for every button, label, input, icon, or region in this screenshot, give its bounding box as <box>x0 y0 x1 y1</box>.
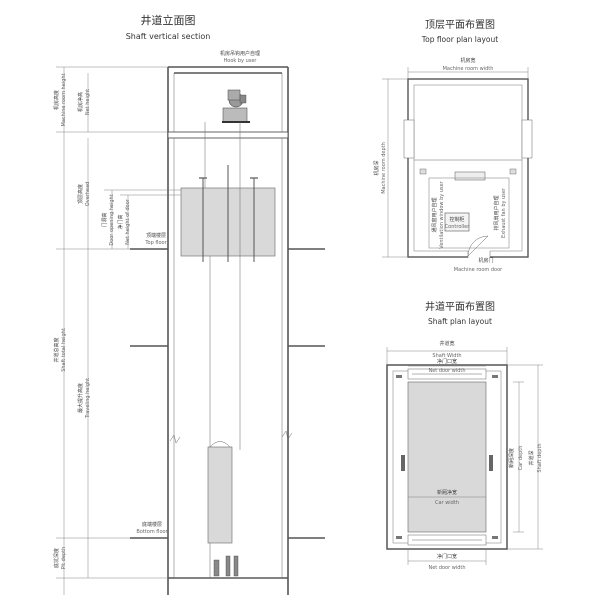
vent-label-en: Ventilation window by user <box>439 180 445 248</box>
net-door-height-label: 净门高 <box>117 214 124 229</box>
dimension-lines <box>56 66 181 595</box>
net-door-height-label-en: Net height of door <box>125 198 131 245</box>
top-floor-label-en: Top floor <box>144 240 167 246</box>
top-floor-subtitle: Top floor plan layout <box>421 35 498 44</box>
net-door-bottom-label-en: Net door width <box>428 565 465 571</box>
controller-cabinet: 控制柜 Controller <box>445 212 471 232</box>
shaft-depth-label-en: Shaft depth <box>537 443 543 472</box>
buffer-icon <box>213 555 239 577</box>
shaft-total-label-en: Shaft total height <box>61 328 67 372</box>
controller-label-en: Controller <box>445 224 471 230</box>
room-width-label: 机房宽 <box>460 57 475 64</box>
controller-label: 控制柜 <box>449 216 464 223</box>
door-height-label-en: Door opening height <box>109 194 115 245</box>
machine-height-label: 机房高度 <box>53 90 60 110</box>
top-floor-title: 顶层平面布置图 <box>425 19 495 31</box>
machine-height-label-en: Machine room height <box>61 73 67 126</box>
overhead-label-en: Overhead <box>85 182 91 206</box>
car-width-label-en: Car width <box>435 500 459 506</box>
room-depth-label: 机房深 <box>373 160 380 175</box>
hook-label-en: Hook by user <box>224 58 258 64</box>
car-depth-label-en: Car depth <box>518 446 524 471</box>
shaft-depth-label: 井道深 <box>528 450 535 465</box>
shaft-section-subtitle: Shaft vertical section <box>126 32 211 41</box>
shaft-plan: 新厢净宽 Car width 井道宽 Shaft Width 净门口宽 Net … <box>386 340 543 571</box>
net-door-top-label: 净门口宽 <box>437 358 457 365</box>
door-label: 机房门 <box>478 257 493 264</box>
shaft-plan-subtitle: Shaft plan layout <box>428 317 492 326</box>
counterweight <box>207 441 233 544</box>
elevator-car <box>180 165 276 262</box>
shaft-section-title: 井道立面图 <box>141 13 196 27</box>
pit-depth-label-en: Pit depth <box>61 547 67 569</box>
travel-height-label: 最大提升高度 <box>77 383 84 413</box>
net-height-label-en: Net height <box>85 89 91 115</box>
room-depth-label-en: Machine room depth <box>381 142 387 194</box>
door-label-en: Machine room door <box>454 267 503 273</box>
hook-label: 机房吊钩用户自理 <box>220 50 260 57</box>
travel-height-label-en: Traveling height <box>85 378 91 419</box>
plan-car <box>407 381 487 533</box>
shaft-width-label: 井道宽 <box>439 340 454 347</box>
net-height-label: 机房净高 <box>77 92 84 112</box>
traction-machine-icon <box>222 89 250 123</box>
room-width-label-en: Machine room width <box>443 66 494 72</box>
bottom-floor-label-en: Bottom floor <box>136 529 168 535</box>
landing-floors <box>130 248 325 539</box>
net-door-top-label-en: Net door width <box>428 368 465 374</box>
car-depth-label: 新厢深度 <box>508 448 515 468</box>
door-height-label: 门洞高 <box>101 212 108 227</box>
bottom-floor-label: 底端楼层 <box>142 521 162 528</box>
shaft-width-label-en: Shaft Width <box>432 353 461 359</box>
net-door-bottom-label: 净门口宽 <box>437 553 457 560</box>
shaft-plan-title: 井道平面布置图 <box>425 300 495 313</box>
car-width-label: 新厢净宽 <box>437 489 457 496</box>
exhaust-label-en: Exhaust fan by user <box>501 187 507 238</box>
pit-depth-label: 底坑深度 <box>53 548 60 568</box>
exhaust-label: 排风扇用户自理 <box>493 195 500 230</box>
shaft-section: 机房吊钩用户自理 Hook by user 顶端楼层 Top floor 底端楼… <box>53 50 325 595</box>
top-floor-plan: 控制柜 Controller 通风窗用户自理 Ventilation windo… <box>373 57 533 273</box>
overhead-label: 顶层高度 <box>77 184 84 204</box>
top-floor-label: 顶端楼层 <box>146 232 166 239</box>
shaft-total-label: 井道总高度 <box>53 337 60 362</box>
machine-room-door-icon <box>467 235 491 258</box>
vent-label: 通风窗用户自理 <box>431 197 438 232</box>
